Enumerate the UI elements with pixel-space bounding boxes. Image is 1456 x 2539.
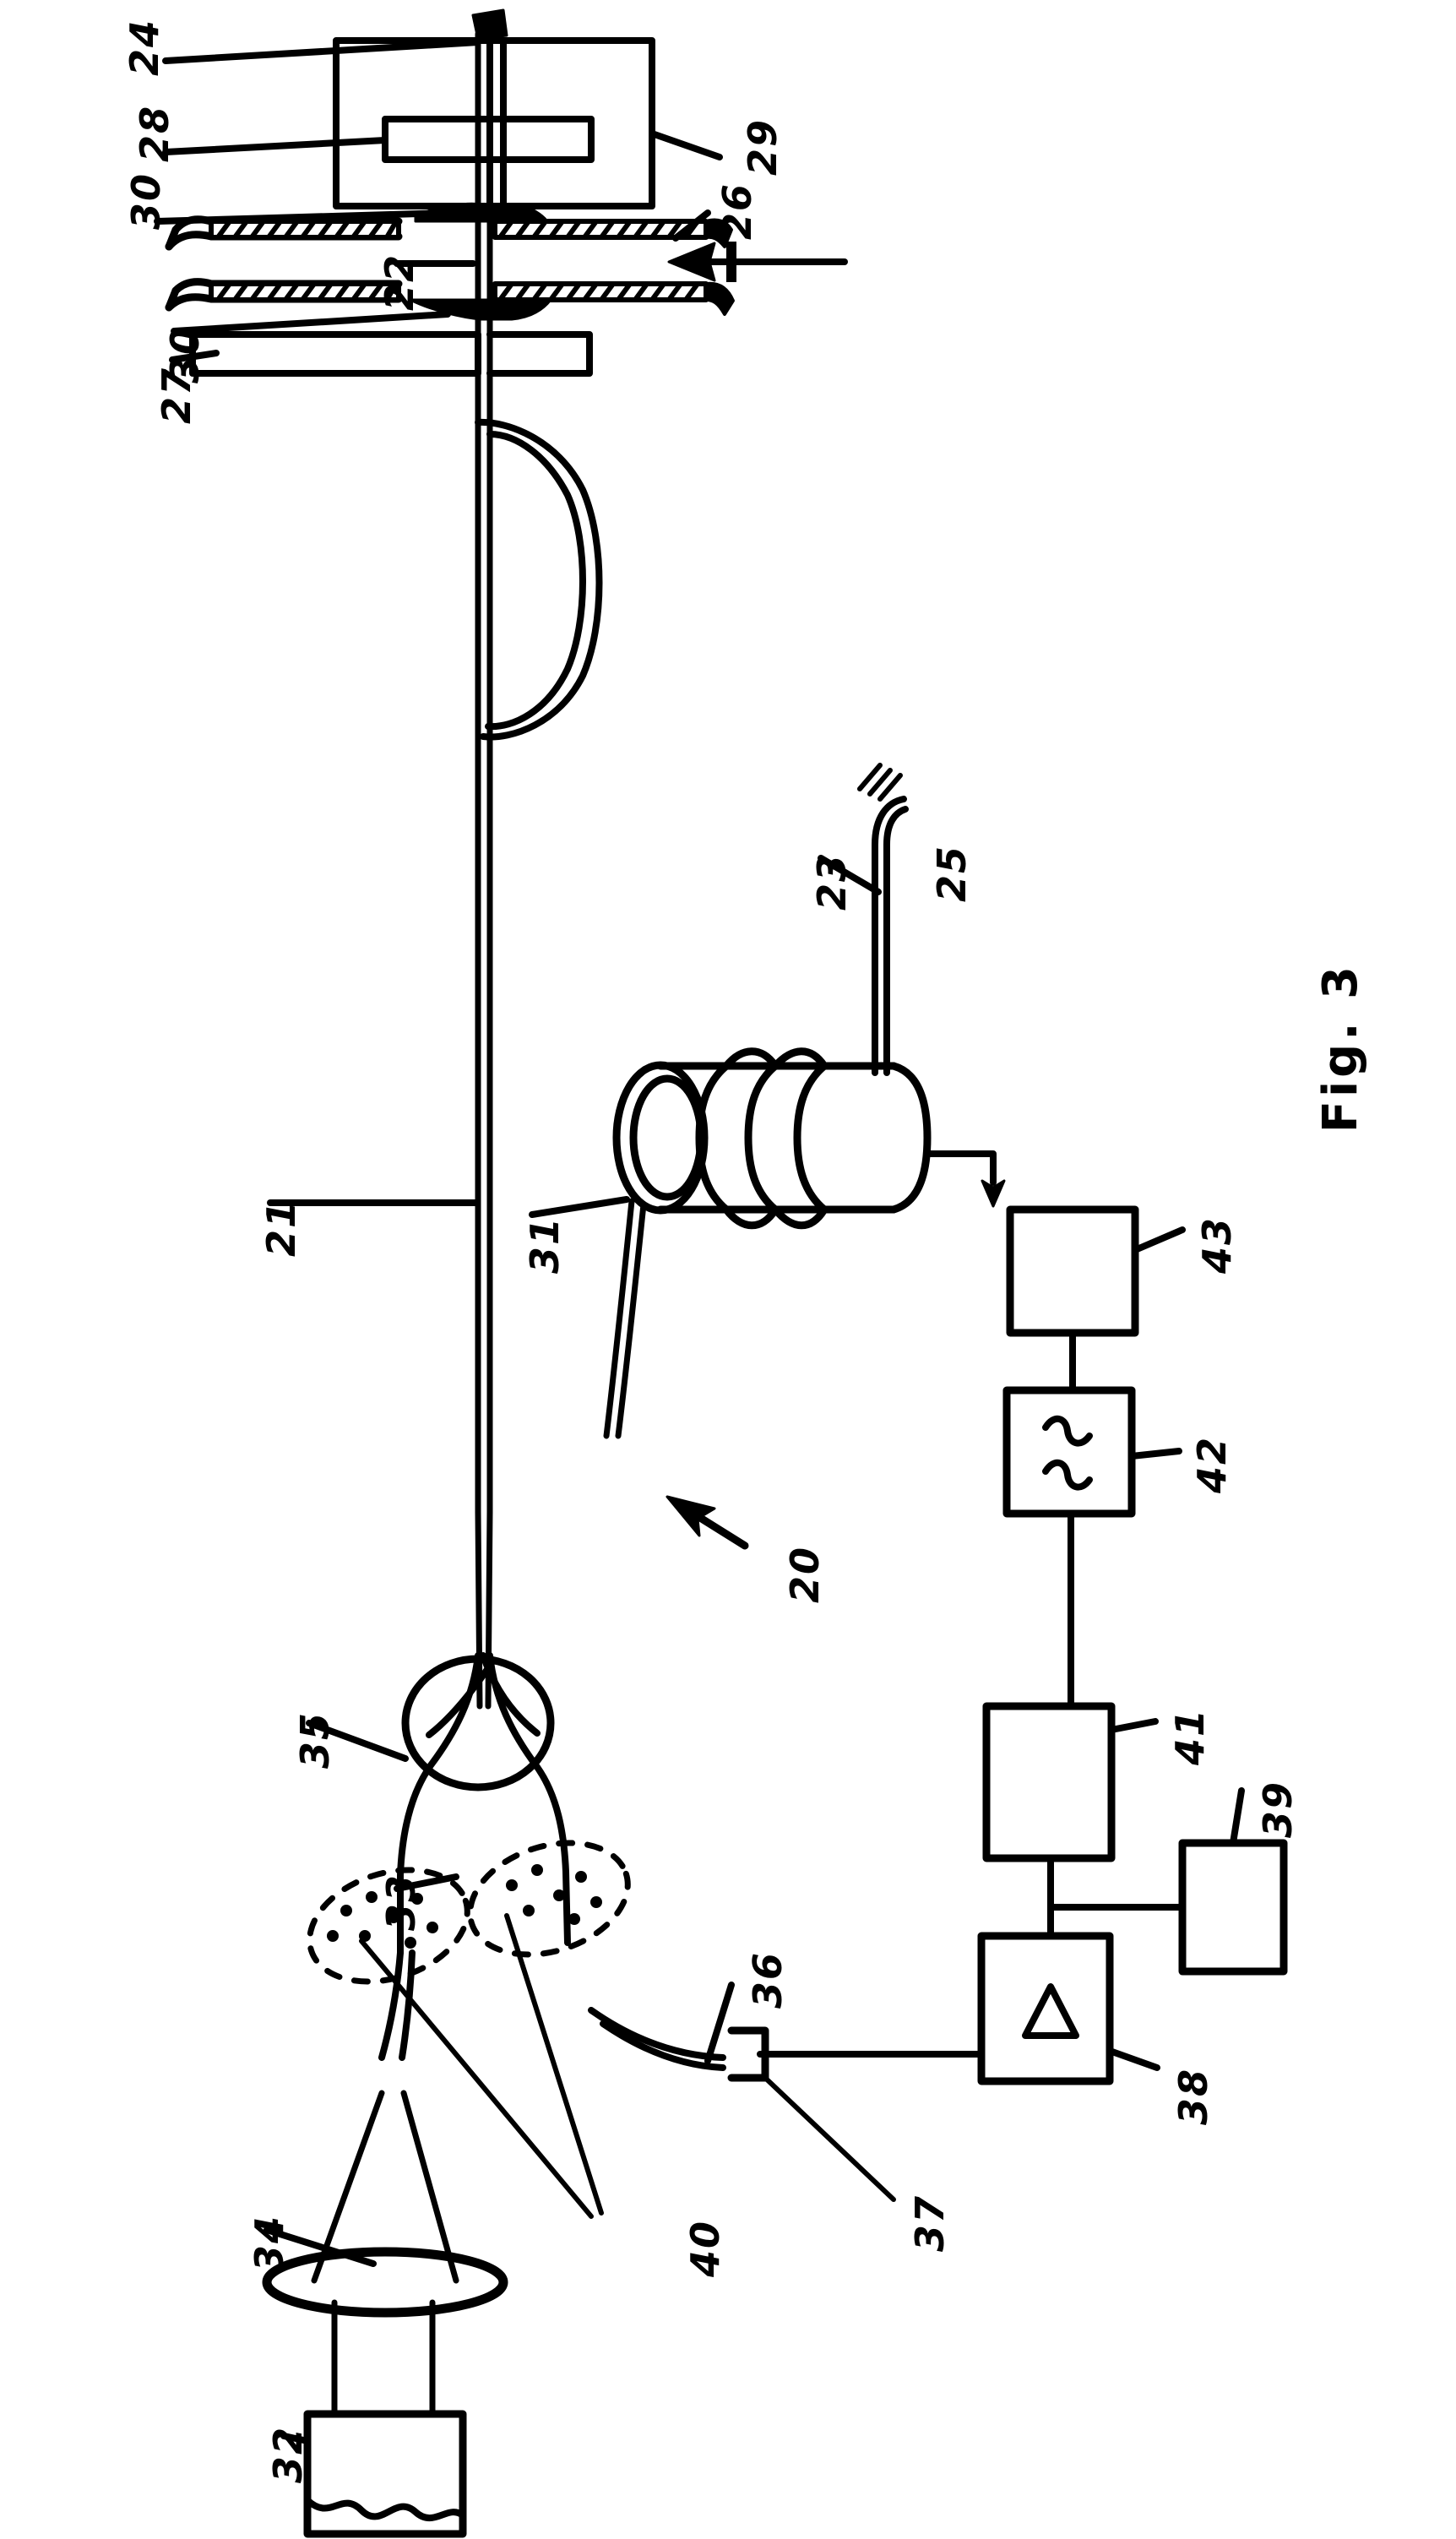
pressure-arrow-tail (726, 242, 736, 282)
light-source-32 (303, 2410, 467, 2538)
ref-numeral-33: 33 (378, 1873, 424, 1932)
collimating-lens-34 (262, 2247, 508, 2318)
leader-lines (154, 39, 1245, 2444)
ref-numeral-20: 20 (782, 1546, 828, 1604)
ref-numeral-26: 26 (714, 182, 760, 241)
amplifier-block-38 (977, 1932, 1114, 2085)
assembly-pointer-head (666, 1495, 716, 1537)
ref-numeral-31: 31 (522, 1216, 568, 1275)
upper-adhesive-bead-30 (414, 202, 549, 223)
ref-numeral-38: 38 (1171, 2068, 1216, 2126)
ref-numeral-35: 35 (292, 1711, 338, 1770)
lower-diaphragm (165, 278, 735, 316)
ref-numeral-39: 39 (1255, 1781, 1301, 1839)
ref-numeral-23: 23 (809, 853, 855, 911)
block-39 (1178, 1839, 1288, 1976)
fibre-loop (475, 418, 603, 741)
ref-numeral-25: 25 (929, 845, 975, 903)
leader-line-37 (763, 2075, 896, 2202)
source-body-lines (331, 2299, 436, 2417)
figure-caption: Fig. 3 (1313, 963, 1368, 1134)
drive-coil-31 (612, 1047, 932, 1230)
ref-numeral-36: 36 (745, 1951, 790, 2009)
ref-numeral-28: 28 (132, 105, 177, 163)
leader-lines-40 (359, 1913, 604, 2219)
ref-numeral-21: 21 (258, 1199, 304, 1258)
lower-inner-block-27-right (486, 331, 593, 377)
ref-numeral-22: 22 (377, 253, 422, 312)
coil-lead-wire-23 (872, 796, 909, 1076)
fibre-free-end-24 (471, 8, 508, 41)
ref-numeral-24: 24 (122, 19, 167, 77)
pressure-arrow-head (667, 242, 716, 282)
ref-numeral-30-lower: 30 (162, 326, 208, 384)
ref-numeral-40: 40 (682, 2220, 728, 2278)
ref-numeral-41: 41 (1167, 1708, 1213, 1766)
coil-to-block43-lead (924, 1150, 997, 1186)
drive-arrow-head (981, 1179, 1006, 1208)
ref-numeral-43: 43 (1194, 1216, 1240, 1275)
triangle-amplifier-icon (1022, 1983, 1079, 2039)
ref-numeral-34: 34 (247, 2215, 292, 2273)
oscillator-block-42 (1002, 1386, 1136, 1518)
ref-numeral-37: 37 (907, 2194, 953, 2253)
lower-adhesive-bead-30 (409, 298, 552, 321)
wire-free-end-25 (857, 763, 903, 802)
coil-fibre-tail (603, 1198, 647, 1439)
block-41 (982, 1702, 1116, 1862)
fibre-branch-33 (378, 1949, 416, 2061)
ref-numeral-32: 32 (265, 2426, 311, 2484)
ref-numeral-29: 29 (740, 118, 785, 177)
splice-dots (327, 1864, 602, 1949)
ref-numeral-30-upper: 30 (123, 172, 169, 231)
ref-numeral-42: 42 (1189, 1436, 1235, 1494)
splice-regions-40 (307, 1840, 631, 1985)
sine-wave-icon (1042, 1416, 1093, 1491)
photodetector-37 (727, 2026, 769, 2082)
block-43 (1006, 1205, 1139, 1337)
